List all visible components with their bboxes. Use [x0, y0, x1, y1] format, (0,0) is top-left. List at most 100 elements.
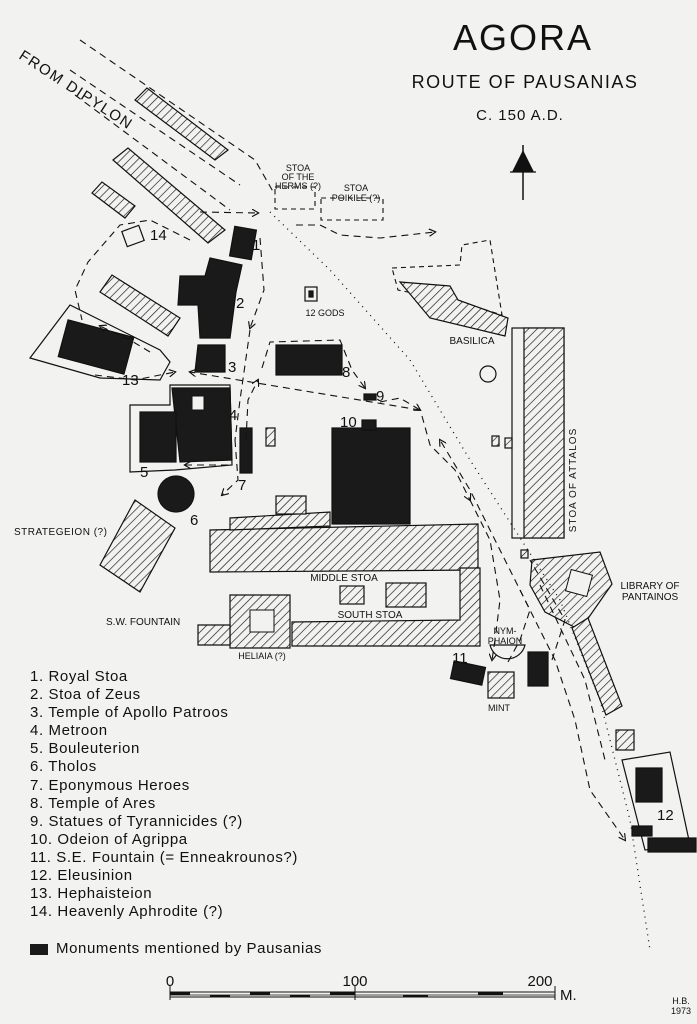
strategeion [99, 499, 176, 593]
small-monument [265, 427, 276, 447]
temple-of-apollo-patroos [194, 344, 226, 373]
legend-item: 8. Temple of Ares [30, 794, 156, 812]
legend-item: 10. Odeion of Agrippa [30, 830, 188, 848]
east-stoa [571, 617, 623, 716]
mint-label: MINT [488, 703, 510, 713]
south-stoa-label: SOUTH STOA [338, 610, 403, 621]
metroon [171, 387, 233, 463]
small-hatched-building [615, 729, 635, 751]
hephaisteion [57, 319, 135, 375]
hephaisteion-precinct [28, 304, 171, 381]
metroon-court [191, 395, 205, 411]
nymphaion [489, 644, 526, 660]
building-hatched [112, 147, 226, 244]
middle-stoa-label: MIDDLE STOA [310, 573, 378, 584]
bouleuterion [139, 411, 177, 463]
number-8: 8 [342, 364, 350, 381]
legend-key-label: Monuments mentioned by Pausanias [56, 940, 323, 957]
number-6: 6 [190, 512, 198, 529]
library-label-2: PANTAINOS [622, 592, 679, 603]
small-monument [520, 549, 529, 559]
middle-stoa [209, 523, 479, 573]
stoa-herms-label-1: STOA [286, 163, 310, 173]
south-stoa-room [385, 582, 427, 608]
se-fountain [449, 660, 487, 686]
number-13: 13 [122, 372, 139, 389]
legend-item: 14. Heavenly Aphrodite (?) [30, 903, 224, 921]
scale-bar [169, 986, 556, 1000]
building-hatched [134, 87, 229, 161]
legend-item: 1. Royal Stoa [30, 668, 128, 685]
legend-key: Monuments mentioned by Pausanias [30, 940, 322, 957]
scale-tick-0: 0 [166, 973, 174, 990]
building-hatched [99, 274, 181, 337]
number-2: 2 [236, 295, 244, 312]
eleusinion-wall [647, 837, 697, 853]
legend-item: 3. Temple of Apollo Patroos [30, 704, 229, 722]
number-3: 3 [228, 359, 236, 376]
eleusinion [635, 767, 663, 803]
strategeion-label: STRATEGEION (?) [14, 527, 107, 538]
heliaia-label: HELIAIA (?) [238, 651, 286, 661]
se-monument [527, 651, 549, 687]
nymphaion-label-1: NYM- [494, 626, 517, 636]
legend: 1. Royal Stoa 2. Stoa of Zeus 3. Temple … [30, 668, 450, 921]
heavenly-aphrodite-building [121, 224, 145, 248]
signature-initials: H.B. [672, 996, 690, 1006]
number-1: 1 [252, 237, 260, 254]
black-swatch-icon [30, 943, 48, 955]
legend-item: 13. Hephaisteion [30, 885, 153, 903]
stoa-poikile-label-1: STOA [344, 183, 368, 193]
library-label-1: LIBRARY OF [620, 581, 679, 592]
odeion-porch [361, 419, 377, 431]
legend-item: 12. Eleusinion [30, 867, 133, 885]
stoa-herms-label-3: HERMS (?) [275, 181, 321, 191]
north-arrow-icon [510, 145, 536, 200]
round-monument [479, 365, 497, 383]
heliaia-court [249, 609, 275, 633]
small-monument [491, 435, 500, 447]
twelve-gods-label: 12 GODS [305, 308, 344, 318]
stoa-of-attalos-label: STOA OF ATTALOS [568, 428, 579, 532]
legend-item: 4. Metroon [30, 722, 108, 740]
scale-tick-100: 100 [342, 973, 367, 990]
number-11: 11 [452, 650, 468, 667]
legend-item: 2. Stoa of Zeus [30, 686, 141, 704]
number-14: 14 [150, 227, 167, 244]
temple-of-ares [275, 344, 343, 376]
legend-item: 6. Tholos [30, 758, 97, 776]
small-monument [504, 437, 513, 449]
tyrannicides-statues [363, 393, 377, 401]
map-date: C. 150 A.D. [476, 107, 564, 124]
number-4: 4 [229, 407, 237, 424]
odeion-of-agrippa [331, 427, 411, 525]
eleusinion-monument [631, 825, 653, 837]
south-stoa [291, 567, 481, 647]
building-hatched [91, 181, 136, 219]
number-9: 9 [376, 388, 384, 405]
number-12: 12 [657, 807, 674, 824]
legend-item: 5. Bouleuterion [30, 740, 140, 758]
basilica [398, 281, 509, 337]
nymphaion-label-2: PHAION [488, 636, 523, 646]
legend-item: 11. S.E. Fountain (= Enneakrounos?) [30, 848, 298, 866]
basilica-outline [391, 239, 503, 316]
signature-year: 1973 [671, 1006, 691, 1016]
mint [487, 671, 515, 699]
number-5: 5 [140, 464, 148, 481]
stoa-poikile-outline [320, 197, 384, 221]
stoa-herms-outline [274, 186, 316, 210]
from-dipylon-label: FROM DIPYLON [16, 47, 136, 133]
legend-item: 7. Eponymous Heroes [30, 776, 190, 794]
stoa-poikile-label-2: POIKILE (?) [332, 193, 381, 203]
legend-item: 9. Statues of Tyrannicides (?) [30, 812, 243, 830]
stoa-herms-label-2: OF THE [282, 172, 315, 182]
number-10: 10 [340, 414, 357, 431]
pausanias-route [74, 212, 625, 840]
basilica-label: BASILICA [449, 336, 494, 347]
tholos [157, 475, 195, 513]
map-title: AGORA [453, 17, 593, 58]
dipylon-road [69, 39, 276, 211]
number-7: 7 [238, 477, 246, 494]
